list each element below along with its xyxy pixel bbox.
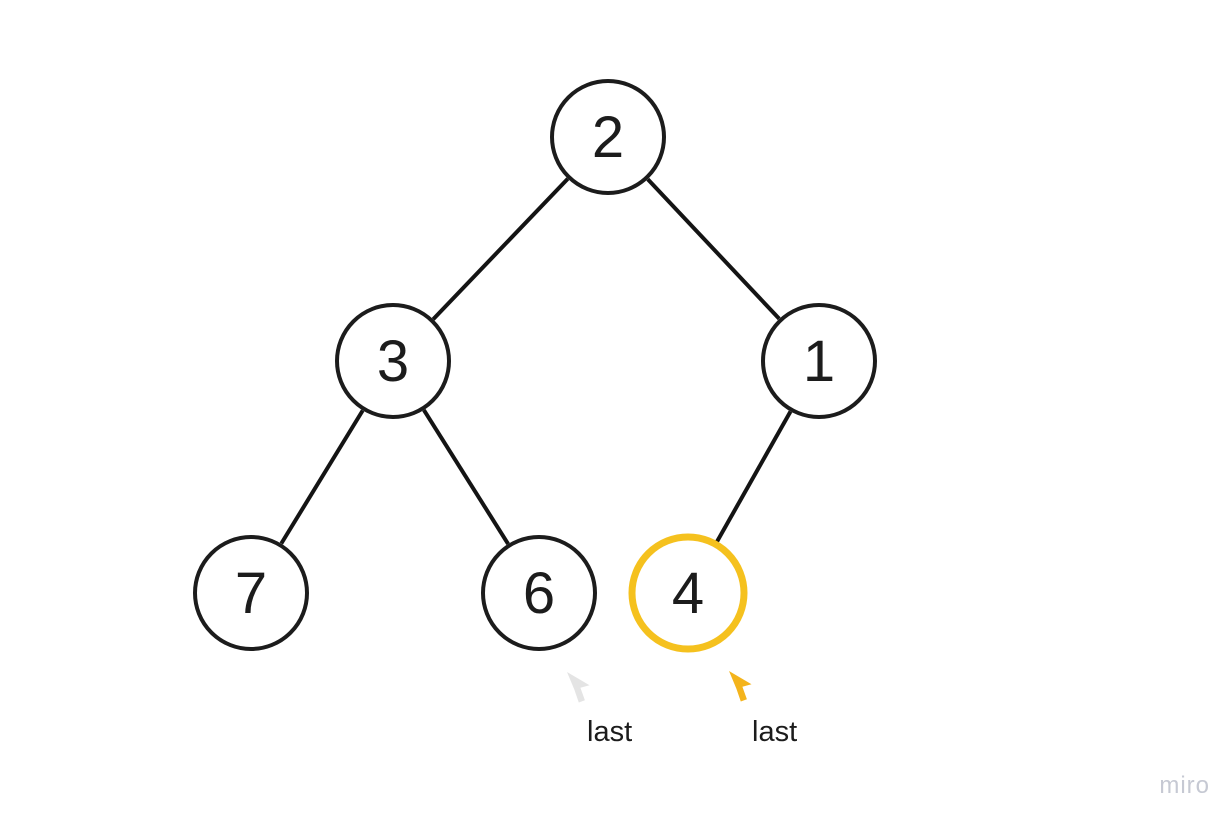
tree-edge-3-7[interactable] bbox=[279, 409, 365, 545]
tree-node-7[interactable] bbox=[193, 535, 309, 651]
collaborator-cursor-yellow bbox=[729, 671, 752, 702]
cursor-label-gray: last bbox=[587, 716, 632, 748]
tree-edge-1-4[interactable] bbox=[714, 410, 793, 544]
tree-node-2-value: 2 bbox=[592, 105, 624, 170]
tree-node-6-value: 6 bbox=[523, 561, 555, 626]
tree-node-4-value: 4 bbox=[672, 561, 704, 626]
tree-node-7-value: 7 bbox=[235, 561, 267, 626]
tree-edge-3-6[interactable] bbox=[422, 409, 510, 545]
cursor-pointer-icon bbox=[729, 671, 752, 702]
tree-node-3[interactable] bbox=[335, 303, 451, 419]
tree-node-1-value: 1 bbox=[803, 329, 835, 394]
tree-node-6[interactable] bbox=[481, 535, 597, 651]
miro-watermark: miro bbox=[1159, 772, 1210, 799]
tree-node-2[interactable] bbox=[550, 79, 666, 195]
tree-node-3-value: 3 bbox=[377, 329, 409, 394]
tree-node-4-highlighted[interactable] bbox=[628, 533, 748, 653]
cursor-pointer-icon bbox=[567, 672, 590, 703]
tree-edge-2-1[interactable] bbox=[646, 177, 781, 321]
tree-edge-2-3[interactable] bbox=[431, 177, 570, 321]
tree-node-1[interactable] bbox=[761, 303, 877, 419]
cursor-label-yellow: last bbox=[752, 716, 797, 748]
collaborator-cursor-gray bbox=[567, 672, 590, 703]
